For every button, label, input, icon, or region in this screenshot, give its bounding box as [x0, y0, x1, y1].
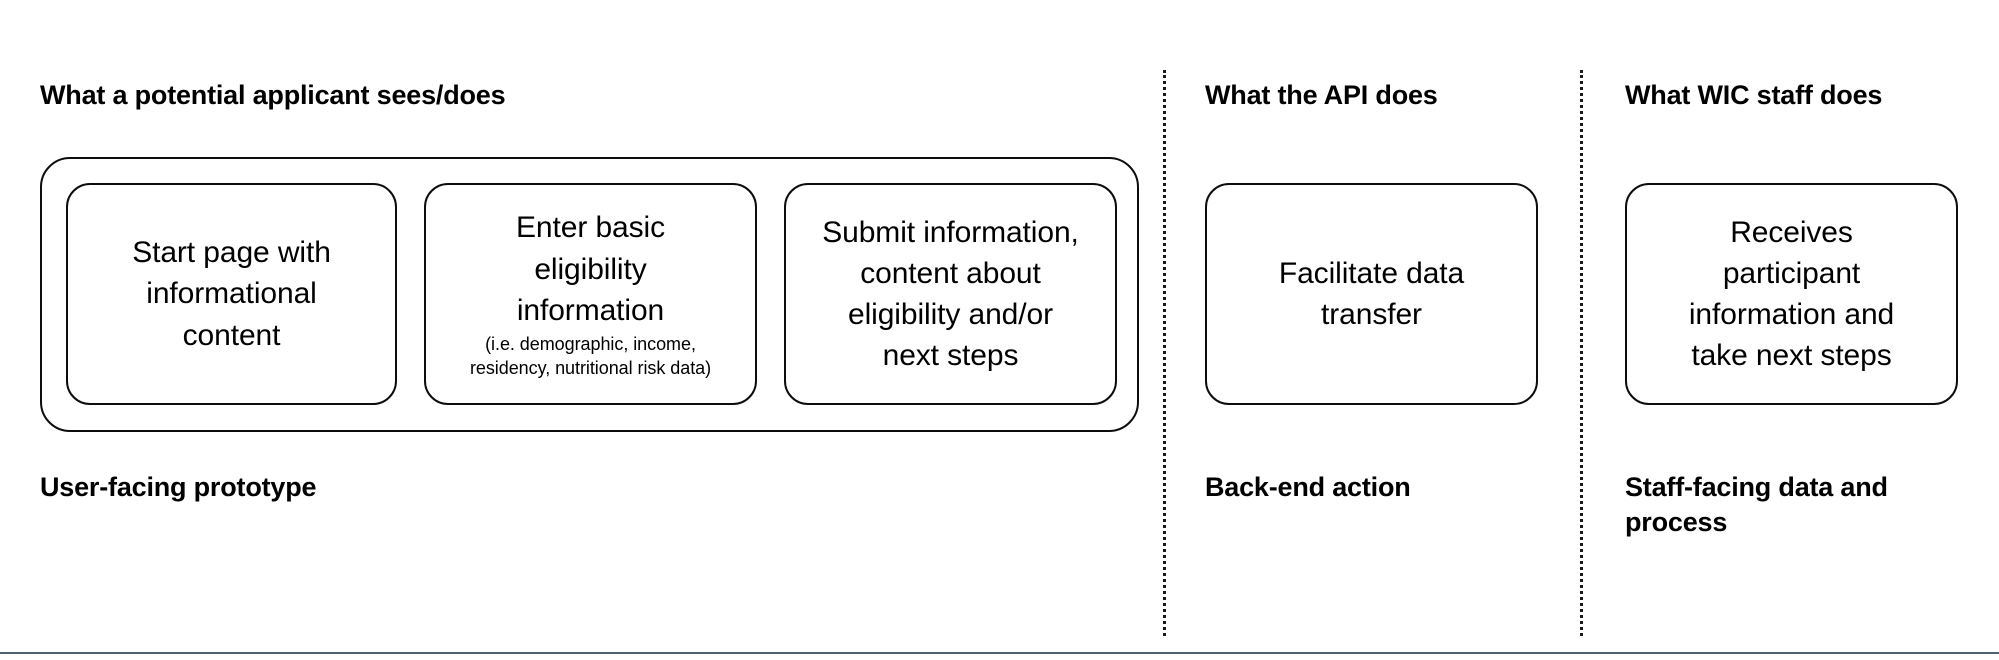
- step-box-receives-participant-information: Receives participant information and tak…: [1625, 183, 1958, 405]
- column-header-wic-staff: What WIC staff does: [1625, 80, 1883, 110]
- column-footer-wic-staff: Staff-facing data and process: [1625, 472, 1888, 537]
- column-header-api: What the API does: [1205, 80, 1438, 110]
- step-box-submit-information: Submit information, content about eligib…: [784, 183, 1117, 405]
- step-box-facilitate-data-transfer-text: Facilitate data transfer: [1278, 256, 1465, 331]
- step-box-start-page: Start page with informational content: [66, 183, 397, 405]
- step-box-enter-eligibility: Enter basic eligibility information (i.e…: [424, 183, 757, 405]
- step-box-receives-participant-information-text: Receives participant information and tak…: [1688, 215, 1895, 373]
- column-divider-2: [1580, 70, 1583, 636]
- step-box-submit-information-text: Submit information, content about eligib…: [822, 215, 1079, 373]
- column-footer-applicant: User-facing prototype: [40, 472, 317, 502]
- step-box-enter-eligibility-subtext: (i.e. demographic, income, residency, nu…: [469, 333, 712, 378]
- column-header-applicant: What a potential applicant sees/does: [40, 80, 506, 110]
- column-divider-1: [1163, 70, 1166, 636]
- bottom-divider-rule: [0, 652, 1999, 654]
- step-box-start-page-text: Start page with informational content: [132, 236, 331, 352]
- step-box-enter-eligibility-text: Enter basic eligibility information: [516, 211, 665, 327]
- step-box-facilitate-data-transfer: Facilitate data transfer: [1205, 183, 1538, 405]
- column-footer-api: Back-end action: [1205, 472, 1411, 502]
